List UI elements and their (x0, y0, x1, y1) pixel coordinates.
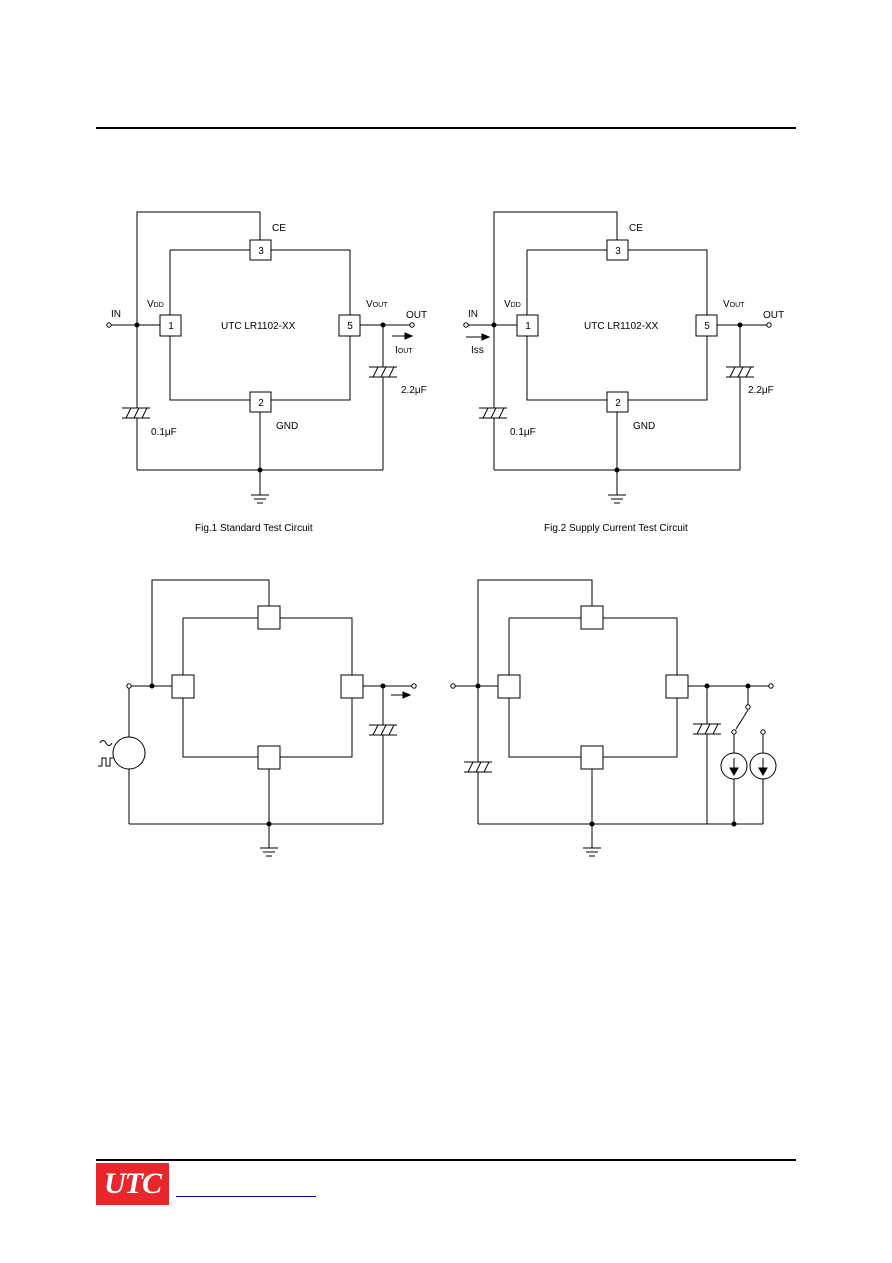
cout-label: 2.2μF (401, 385, 427, 396)
pin-3-label: 3 (615, 246, 621, 257)
pin-5-label: 5 (704, 321, 710, 332)
fig1-caption: Fig.1 Standard Test Circuit (195, 523, 313, 534)
pin-3-box (606, 239, 629, 261)
fig2-caption: Fig.2 Supply Current Test Circuit (544, 523, 688, 534)
in-label: IN (468, 309, 478, 320)
in-label: IN (111, 309, 121, 320)
ce-wire (136, 211, 261, 325)
iss-label: Iss (471, 345, 484, 356)
chip-label: UTC LR1102-XX (221, 321, 296, 332)
pin-1-box (516, 314, 539, 337)
footer-rule (96, 1159, 796, 1161)
out-label: OUT (763, 310, 784, 321)
pin-2-label: 2 (615, 398, 621, 409)
circuit-fig2-labels: 1 3 2 5 UTC LR1102-XX IN OUT CE GND VDD … (468, 223, 784, 534)
chip-outline (169, 249, 351, 401)
circuit-fig4 (450, 579, 777, 857)
circuit-fig1 (106, 211, 415, 504)
chip-label: UTC LR1102-XX (584, 321, 659, 332)
chip-outline (526, 249, 708, 401)
iout-label: IOUT (395, 345, 413, 356)
vout-label: VOUT (723, 299, 745, 310)
pin-1-label: 1 (168, 321, 174, 332)
pin-1-box (159, 314, 182, 337)
pin-1-label: 1 (525, 321, 531, 332)
out-label: OUT (406, 310, 427, 321)
gnd-label: GND (276, 421, 298, 432)
circuit-fig1-labels: 1 3 2 5 UTC LR1102-XX IN OUT CE GND VDD … (111, 223, 427, 534)
vdd-label: VDD (504, 299, 521, 310)
pin-2-label: 2 (258, 398, 264, 409)
ce-label: CE (629, 223, 643, 234)
circuit-fig2 (463, 211, 772, 504)
circuit-fig3 (98, 579, 417, 857)
header-rule (96, 127, 796, 129)
pin-5-box (695, 314, 718, 337)
pin-2-box (249, 391, 272, 413)
pin-3-label: 3 (258, 246, 264, 257)
pin-5-box (338, 314, 361, 337)
cout-label: 2.2μF (748, 385, 774, 396)
ce-label: CE (272, 223, 286, 234)
pin-5-label: 5 (347, 321, 353, 332)
ac-source (112, 736, 146, 770)
vdd-label: VDD (147, 299, 164, 310)
gnd-label: GND (633, 421, 655, 432)
pin-3-box (249, 239, 272, 261)
pin-2-box (606, 391, 629, 413)
vout-label: VOUT (366, 299, 388, 310)
ce-wire (493, 211, 618, 325)
footer-link-underline[interactable] (176, 1196, 316, 1197)
utc-logo: UTC (96, 1163, 169, 1205)
cin-label: 0.1μF (510, 427, 536, 438)
cin-label: 0.1μF (151, 427, 177, 438)
